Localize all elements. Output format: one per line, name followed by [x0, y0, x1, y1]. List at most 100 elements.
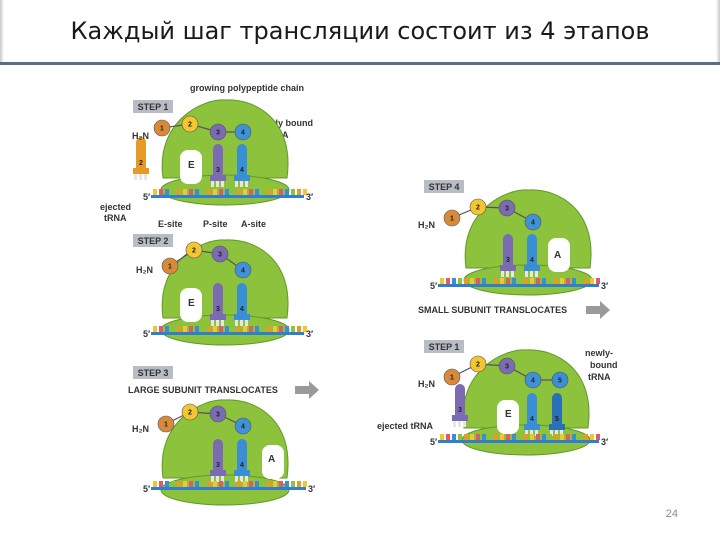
step3-base [225, 481, 229, 487]
step1-base [207, 189, 211, 195]
step1-trna-4-base [235, 181, 238, 187]
step1b-aa-4-label: 4 [531, 378, 535, 385]
step4-base [470, 278, 474, 284]
step3-base [159, 481, 163, 487]
step3-trna-3-body [213, 439, 223, 470]
step3-base [165, 481, 169, 487]
step2-base [189, 326, 193, 332]
step4-base [464, 278, 468, 284]
step1b-aa-2-label: 2 [476, 362, 480, 369]
step1b-three-prime: 3′ [601, 437, 608, 447]
step2-base [177, 326, 181, 332]
step2-step-box [133, 234, 173, 247]
step3-base [285, 481, 289, 487]
step4-a-slot [548, 238, 570, 272]
step1b-trna-5-base [560, 430, 563, 436]
step2-trna-3-base [216, 320, 219, 326]
step1b-base [476, 434, 480, 440]
step4-trna-3-base [511, 271, 514, 277]
step3-trna-3-anticodon [210, 470, 226, 476]
step3-base [291, 481, 295, 487]
step2-base [249, 326, 253, 332]
step1b-bound-label: bound [590, 360, 618, 370]
step1-base [219, 189, 223, 195]
step1-trna-3-base [211, 181, 214, 187]
step4-aa-3 [498, 199, 516, 217]
step1b-base [506, 434, 510, 440]
step1-trna-4-base [240, 181, 243, 187]
step2-trna-4-base [245, 320, 248, 326]
step4-trna-3-number: 3 [506, 257, 510, 264]
step4-base [488, 278, 492, 284]
step4-base [524, 278, 528, 284]
step2-aa-2-label: 2 [192, 248, 196, 255]
step4-base [542, 278, 546, 284]
step2-base [243, 326, 247, 332]
step1-base [183, 189, 187, 195]
step2-base [255, 326, 259, 332]
step3-aa-1-label: 1 [164, 422, 168, 429]
step1-e-site: E-site [158, 219, 183, 229]
title-shadow-right [716, 0, 720, 65]
step1b-five-prime: 5′ [430, 437, 437, 447]
step4-base [590, 278, 594, 284]
step2-trna-3-number: 3 [216, 306, 220, 313]
step1b-aa-1-label: 1 [450, 375, 454, 382]
step3-aa-2 [181, 403, 199, 421]
step1-e-slot [180, 150, 202, 184]
step1b-base [494, 434, 498, 440]
step1-trna-ejected-anticodon [133, 168, 149, 174]
step4-three-prime: 3′ [601, 281, 608, 291]
step2-base [279, 326, 283, 332]
step1-ejected-label: ejected [100, 202, 131, 212]
step1-step-label: STEP 1 [138, 102, 169, 112]
step3-base [267, 481, 271, 487]
step4-polypeptide [451, 206, 534, 223]
step1-trna-ejected-base [144, 174, 147, 180]
step2-trna-4-anticodon [234, 314, 250, 320]
step4-trna-4-body [527, 234, 537, 265]
step2-mrna-strand [151, 332, 304, 335]
step1b-aa-5-label: 5 [558, 378, 562, 385]
step1-growing-chain-label: growing polypeptide chain [190, 83, 304, 93]
step4-aa-3-label: 3 [505, 206, 509, 213]
step1b-newly-label: newly- [585, 348, 613, 358]
step1-base [165, 189, 169, 195]
step2-base [225, 326, 229, 332]
step3-ribosome-large-subunit [161, 399, 289, 479]
step2-base [303, 326, 307, 332]
step1-base [213, 189, 217, 195]
step4-base [494, 278, 498, 284]
step1-base [255, 189, 259, 195]
step1b-base [596, 434, 600, 440]
step1b-trna-5-base [555, 430, 558, 436]
step2-base [153, 326, 157, 332]
step2-base [237, 326, 241, 332]
step1b-trna-ejected-number: 3 [458, 407, 462, 414]
step2-base [261, 326, 265, 332]
step1-base [261, 189, 265, 195]
step4-h2n: H₂N [418, 220, 435, 230]
step4-base [578, 278, 582, 284]
step1b-trna-4-base [530, 430, 533, 436]
step2-aa-4-label: 4 [241, 268, 245, 275]
step1-base [291, 189, 295, 195]
step1-base [177, 189, 181, 195]
step1-newly-bound-label: newly bound [258, 118, 313, 128]
step2-base [183, 326, 187, 332]
step2-h2n: H₂N [136, 265, 153, 275]
step3-base [249, 481, 253, 487]
step2-aa-4 [234, 261, 252, 279]
step1-aa-1-label: 1 [160, 126, 164, 133]
step3-base [183, 481, 187, 487]
step3-aa-3 [209, 405, 227, 423]
step3-base [207, 481, 211, 487]
step1b-trna-ejected-body [455, 384, 465, 415]
step3-mrna-strand [151, 487, 306, 490]
step3-five-prime: 5′ [143, 484, 150, 494]
step3-base [153, 481, 157, 487]
step1-base [297, 189, 301, 195]
step1b-trna-4-base [535, 430, 538, 436]
step4-base [566, 278, 570, 284]
